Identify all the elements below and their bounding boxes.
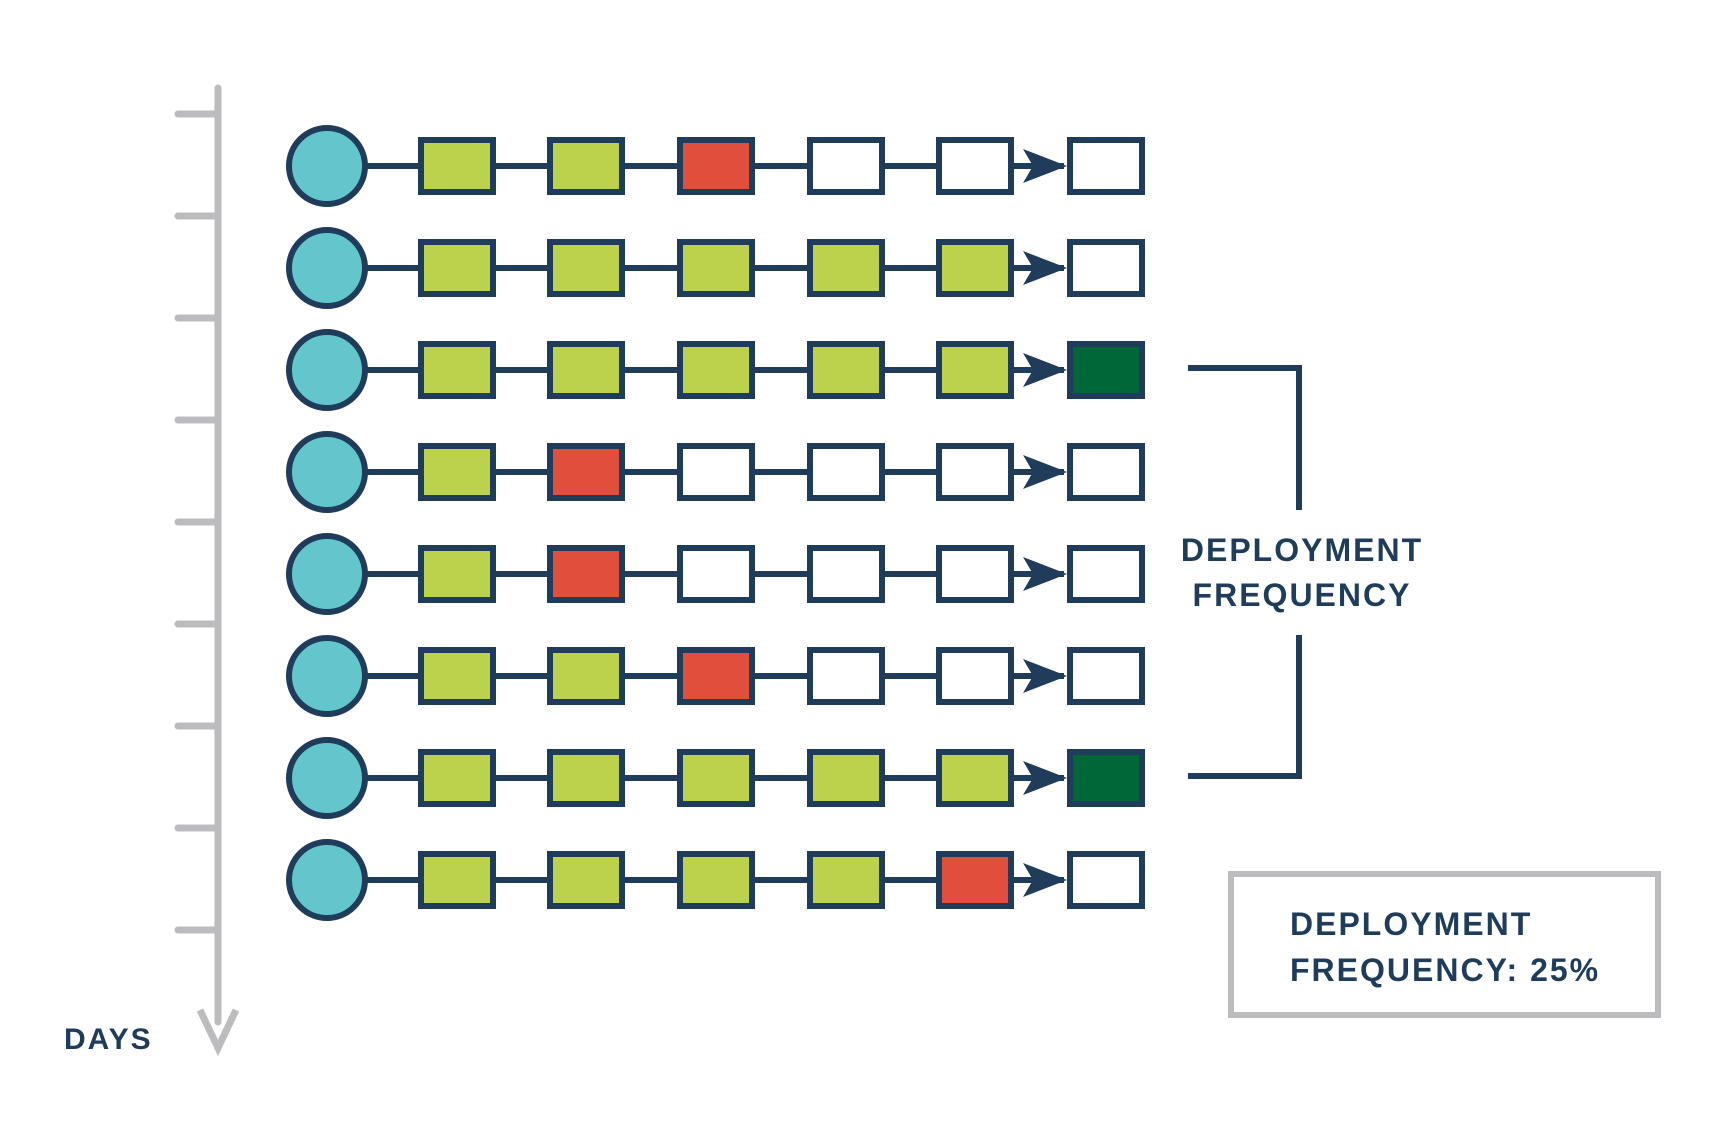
stage-box-pass — [677, 851, 755, 909]
stage-box-fail — [677, 137, 755, 195]
stage-box-pass — [418, 851, 496, 909]
stage-box-empty — [807, 545, 885, 603]
summary-line2: FREQUENCY: 25% — [1290, 952, 1600, 988]
stage-box-empty — [677, 443, 755, 501]
pipeline-row — [286, 329, 1145, 411]
pipeline-row — [286, 227, 1145, 309]
summary-line1: DEPLOYMENT — [1290, 906, 1532, 942]
commit-node — [286, 533, 368, 615]
pipeline-arrowhead — [1023, 353, 1067, 387]
stage-box-pass — [936, 341, 1014, 399]
stage-box-pass — [418, 545, 496, 603]
days-axis-ticks — [174, 110, 222, 934]
days-axis-label: DAYS — [64, 1023, 153, 1056]
stage-box-pass — [807, 341, 885, 399]
commit-node — [286, 737, 368, 819]
stage-box-pass — [418, 749, 496, 807]
bracket-label-line1: DEPLOYMENT — [1181, 532, 1423, 568]
stage-box-pass — [418, 341, 496, 399]
stage-box-empty — [1067, 137, 1145, 195]
stage-box-pass — [547, 137, 625, 195]
pipeline-row — [286, 737, 1145, 819]
pipeline-arrowhead — [1023, 761, 1067, 795]
deployment-frequency-bracket: DEPLOYMENT FREQUENCY — [1181, 365, 1423, 779]
commit-node — [286, 431, 368, 513]
stage-box-pass — [677, 341, 755, 399]
stage-box-empty — [1067, 851, 1145, 909]
stage-box-empty — [936, 443, 1014, 501]
pipeline-row — [286, 431, 1145, 513]
stage-box-empty — [1067, 545, 1145, 603]
commit-node — [286, 227, 368, 309]
stage-box-fail — [936, 851, 1014, 909]
summary-box: DEPLOYMENT FREQUENCY: 25% — [1228, 871, 1661, 1018]
stage-box-deployed — [1067, 341, 1145, 399]
commit-node — [286, 635, 368, 717]
stage-box-empty — [807, 137, 885, 195]
pipeline-row — [286, 635, 1145, 717]
bracket-label-line2: FREQUENCY — [1193, 577, 1412, 613]
pipeline-arrowhead — [1023, 557, 1067, 591]
pipeline-arrowhead — [1023, 149, 1067, 183]
days-axis: DAYS — [64, 84, 240, 1057]
stage-box-pass — [807, 239, 885, 297]
stage-box-fail — [677, 647, 755, 705]
bracket-lower-line — [1188, 635, 1302, 779]
stage-box-empty — [807, 443, 885, 501]
stage-box-empty — [936, 647, 1014, 705]
pipeline-arrowhead — [1023, 863, 1067, 897]
stage-box-fail — [547, 443, 625, 501]
stage-box-empty — [936, 545, 1014, 603]
stage-box-pass — [547, 341, 625, 399]
bracket-upper-line — [1188, 365, 1302, 510]
pipeline-arrowhead — [1023, 659, 1067, 693]
pipeline-arrowhead — [1023, 251, 1067, 285]
stage-box-pass — [418, 647, 496, 705]
stage-box-pass — [677, 749, 755, 807]
stage-box-fail — [547, 545, 625, 603]
stage-box-empty — [1067, 443, 1145, 501]
stage-box-empty — [936, 137, 1014, 195]
stage-box-pass — [418, 137, 496, 195]
commit-node — [286, 329, 368, 411]
stage-box-pass — [807, 851, 885, 909]
stage-box-pass — [936, 239, 1014, 297]
stage-box-empty — [807, 647, 885, 705]
stage-box-pass — [547, 239, 625, 297]
stage-box-pass — [807, 749, 885, 807]
stage-box-deployed — [1067, 749, 1145, 807]
stage-box-empty — [677, 545, 755, 603]
stage-box-pass — [547, 647, 625, 705]
stage-box-empty — [1067, 647, 1145, 705]
pipelines — [286, 125, 1145, 921]
stage-box-empty — [1067, 239, 1145, 297]
stage-box-pass — [547, 851, 625, 909]
pipeline-row — [286, 839, 1145, 921]
stage-box-pass — [418, 239, 496, 297]
commit-node — [286, 839, 368, 921]
days-axis-arrowhead — [196, 1008, 240, 1057]
pipeline-row — [286, 125, 1145, 207]
stage-box-pass — [418, 443, 496, 501]
pipeline-row — [286, 533, 1145, 615]
pipeline-arrowhead — [1023, 455, 1067, 489]
commit-node — [286, 125, 368, 207]
summary-box-frame — [1228, 871, 1661, 1018]
stage-box-pass — [677, 239, 755, 297]
stage-box-pass — [936, 749, 1014, 807]
stage-box-pass — [547, 749, 625, 807]
